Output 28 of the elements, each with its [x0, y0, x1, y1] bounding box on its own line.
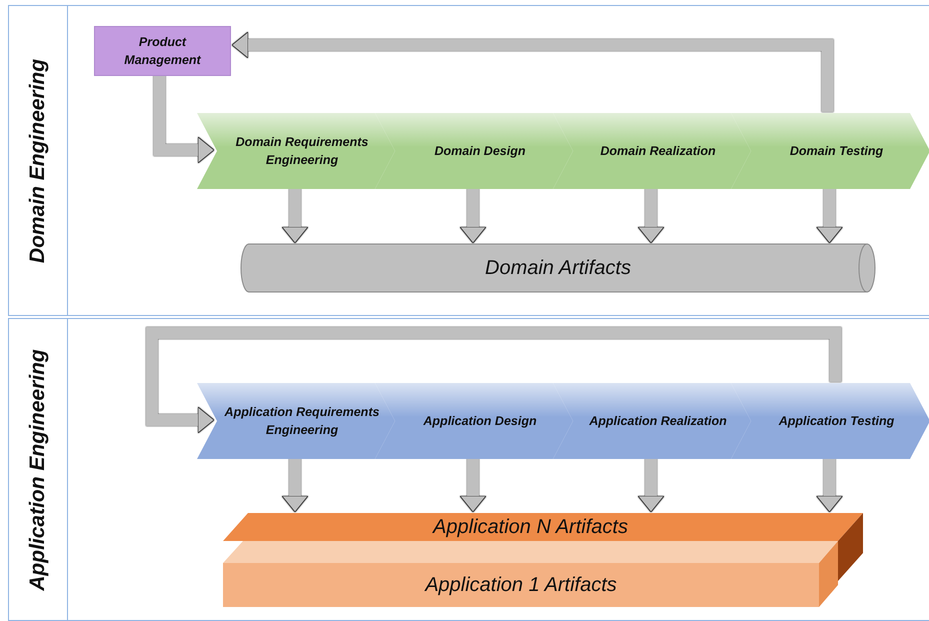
block-arrow — [460, 458, 486, 512]
step-label: Domain Requirements Engineering — [234, 134, 370, 169]
block-arrow — [638, 188, 664, 244]
block-arrow — [816, 458, 843, 512]
step-label: Domain Realization — [599, 142, 717, 160]
block-arrow — [282, 458, 308, 512]
store-label: Application N Artifacts — [433, 514, 629, 540]
block-arrow — [816, 188, 843, 244]
box-label: Product Management — [123, 34, 202, 69]
step-label: Domain Design — [434, 142, 526, 160]
step-label: Domain Testing — [788, 142, 884, 160]
process-box — [94, 26, 231, 76]
step-label: Application Requirements Engineering — [223, 404, 380, 439]
step-label: Application Testing — [778, 412, 896, 430]
step-label: Application Realization — [588, 412, 728, 430]
swimlane — [8, 318, 929, 621]
block-arrow — [146, 327, 842, 434]
lane-title: Domain Engineering — [26, 58, 50, 263]
block-arrow — [232, 32, 834, 112]
store-label: Domain Artifacts — [485, 256, 631, 280]
block-arrow — [638, 458, 664, 512]
block-arrow — [154, 75, 214, 164]
step-label: Application Design — [422, 412, 538, 430]
block-arrow — [460, 188, 486, 244]
lane-title: Application Engineering — [26, 348, 50, 590]
block-arrow — [282, 188, 308, 244]
store-label: Application 1 Artifacts — [425, 572, 618, 598]
swimlane — [8, 5, 929, 316]
